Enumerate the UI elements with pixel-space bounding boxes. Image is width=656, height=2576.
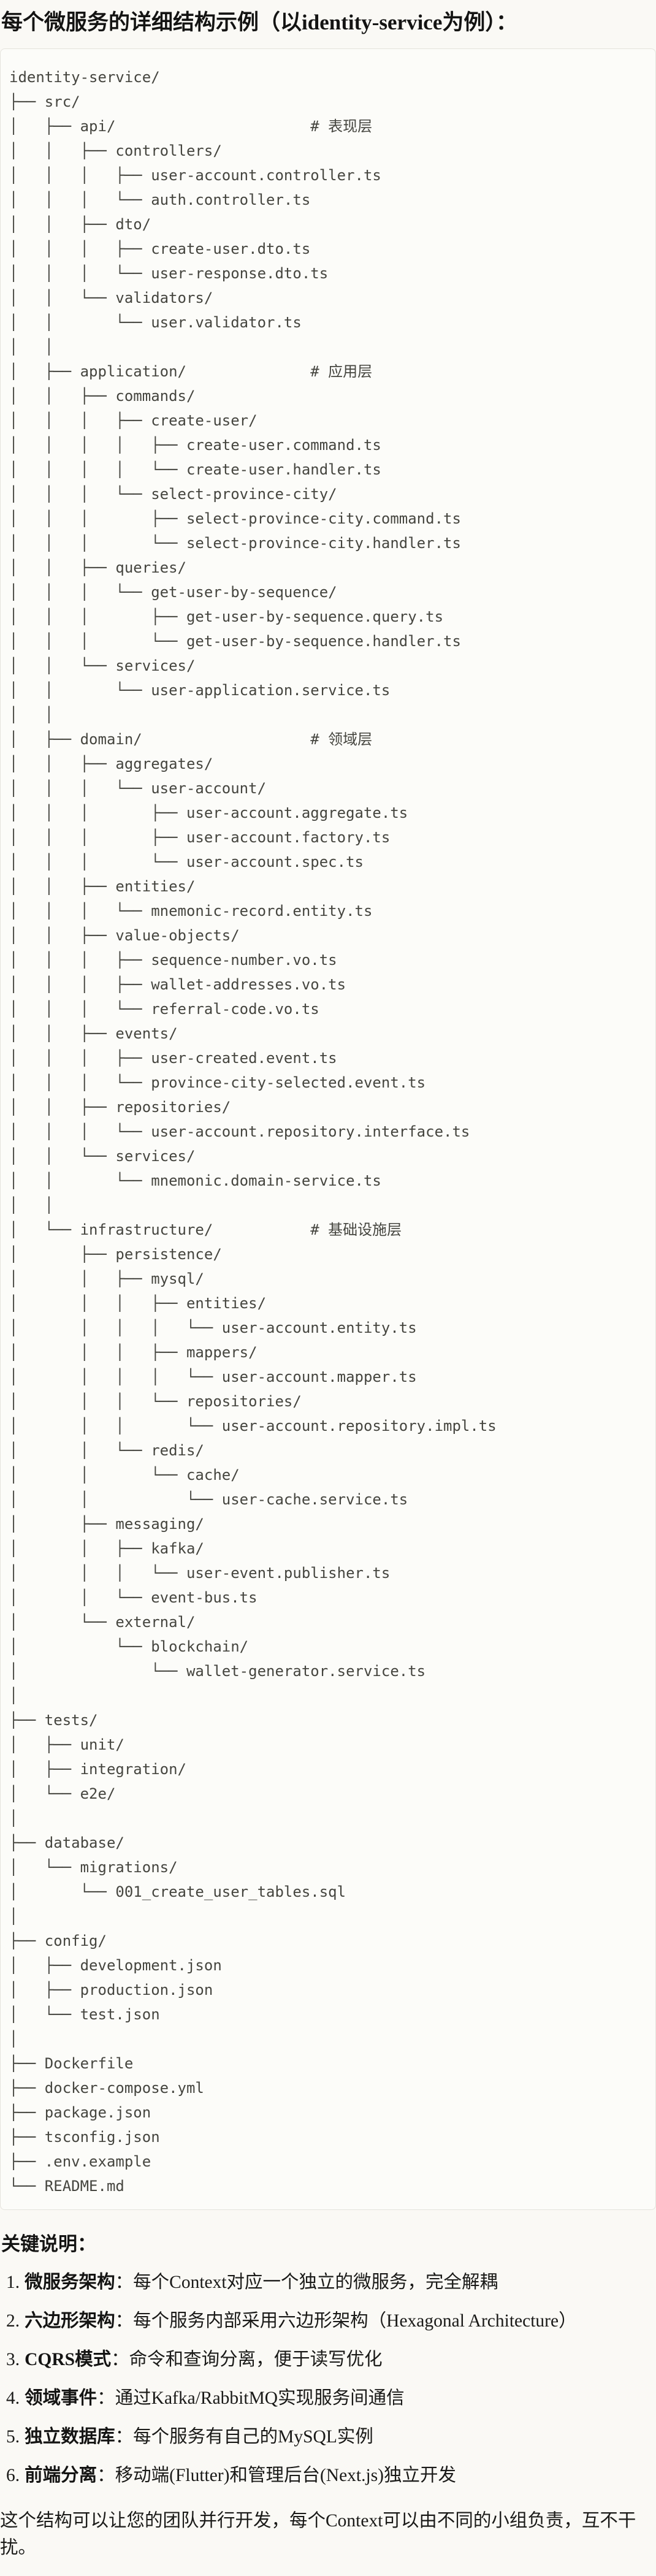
note-item-database: 5.独立数据库：每个服务有自己的MySQL实例: [6, 2423, 656, 2450]
note-term: 六边形架构: [25, 2311, 115, 2331]
note-item-frontend: 6.前端分离：移动端(Flutter)和管理后台(Next.js)独立开发: [6, 2462, 656, 2489]
note-term: 前端分离: [25, 2466, 97, 2486]
page-title: 每个微服务的详细结构示例（以identity-service为例）：: [1, 10, 517, 34]
note-term: CQRS模式: [25, 2350, 112, 2370]
note-desc: ：每个服务内部采用六边形架构（Hexagonal Architecture）: [115, 2311, 577, 2331]
note-number: 2.: [6, 2311, 20, 2331]
note-item-microservice: 1.微服务架构：每个Context对应一个独立的微服务，完全解耦: [6, 2269, 656, 2296]
note-desc: ：通过Kafka/RabbitMQ实现服务间通信: [97, 2388, 405, 2409]
note-desc: ：移动端(Flutter)和管理后台(Next.js)独立开发: [97, 2466, 456, 2486]
note-term: 微服务架构: [25, 2273, 115, 2293]
file-tree-code-block: identity-service/ ├── src/ │ ├── api/ # …: [0, 48, 656, 2210]
notes-heading: 关键说明：: [1, 2233, 96, 2255]
note-item-domain-events: 4.领域事件：通过Kafka/RabbitMQ实现服务间通信: [6, 2385, 656, 2412]
note-number: 3.: [6, 2350, 20, 2370]
note-term: 领域事件: [25, 2388, 97, 2409]
note-number: 1.: [6, 2273, 20, 2293]
note-desc: ：每个Context对应一个独立的微服务，完全解耦: [115, 2273, 498, 2293]
note-desc: ：每个服务有自己的MySQL实例: [115, 2427, 373, 2447]
note-number: 5.: [6, 2427, 20, 2447]
closing-paragraph: 这个结构可以让您的团队并行开发，每个Context可以由不同的小组负责，互不干扰…: [0, 2511, 636, 2558]
note-item-cqrs: 3.CQRS模式：命令和查询分离，便于读写优化: [6, 2346, 656, 2373]
note-term: 独立数据库: [25, 2427, 115, 2447]
note-number: 4.: [6, 2388, 20, 2409]
note-desc: ：命令和查询分离，便于读写优化: [111, 2350, 383, 2370]
note-number: 6.: [6, 2466, 20, 2486]
note-item-hexagonal: 2.六边形架构：每个服务内部采用六边形架构（Hexagonal Architec…: [6, 2307, 656, 2334]
